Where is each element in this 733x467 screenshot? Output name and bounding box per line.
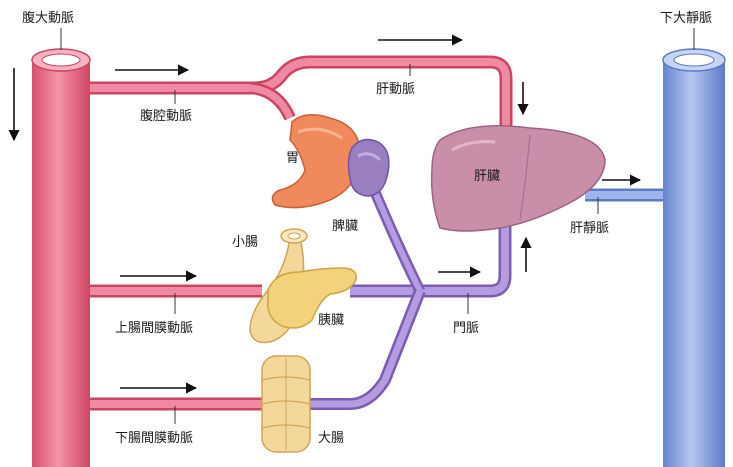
labels: 腹大動脈 下大靜脈 腹腔動脈 肝動脈 胃 脾臟 肝臟 肝靜脈 小腸 胰臟 上腸間… [22,10,712,446]
label-large-intestine: 大腸 [318,431,344,446]
label-small-intestine: 小腸 [232,235,258,250]
label-aorta: 腹大動脈 [22,10,74,26]
label-liver: 肝臟 [474,169,500,184]
label-superior-mesenteric-artery: 上腸間膜動脈 [115,321,193,336]
label-portal-vein: 門脈 [453,321,479,336]
liver-shape [432,126,605,231]
label-spleen: 脾臟 [332,219,358,234]
label-celiac-artery: 腹腔動脈 [140,108,192,124]
label-inferior-mesenteric-artery: 下腸間膜動脈 [115,431,193,446]
abdominal-aorta [32,49,90,467]
label-stomach: 胃 [286,151,299,166]
label-hepatic-vein: 肝靜脈 [570,221,609,236]
large-intestine-shape [262,356,310,452]
label-ivc: 下大靜脈 [660,11,712,26]
inferior-vena-cava [663,49,725,467]
label-pancreas: 胰臟 [318,313,344,328]
spleen-shape [348,140,388,196]
label-hepatic-artery: 肝動脈 [376,82,415,97]
